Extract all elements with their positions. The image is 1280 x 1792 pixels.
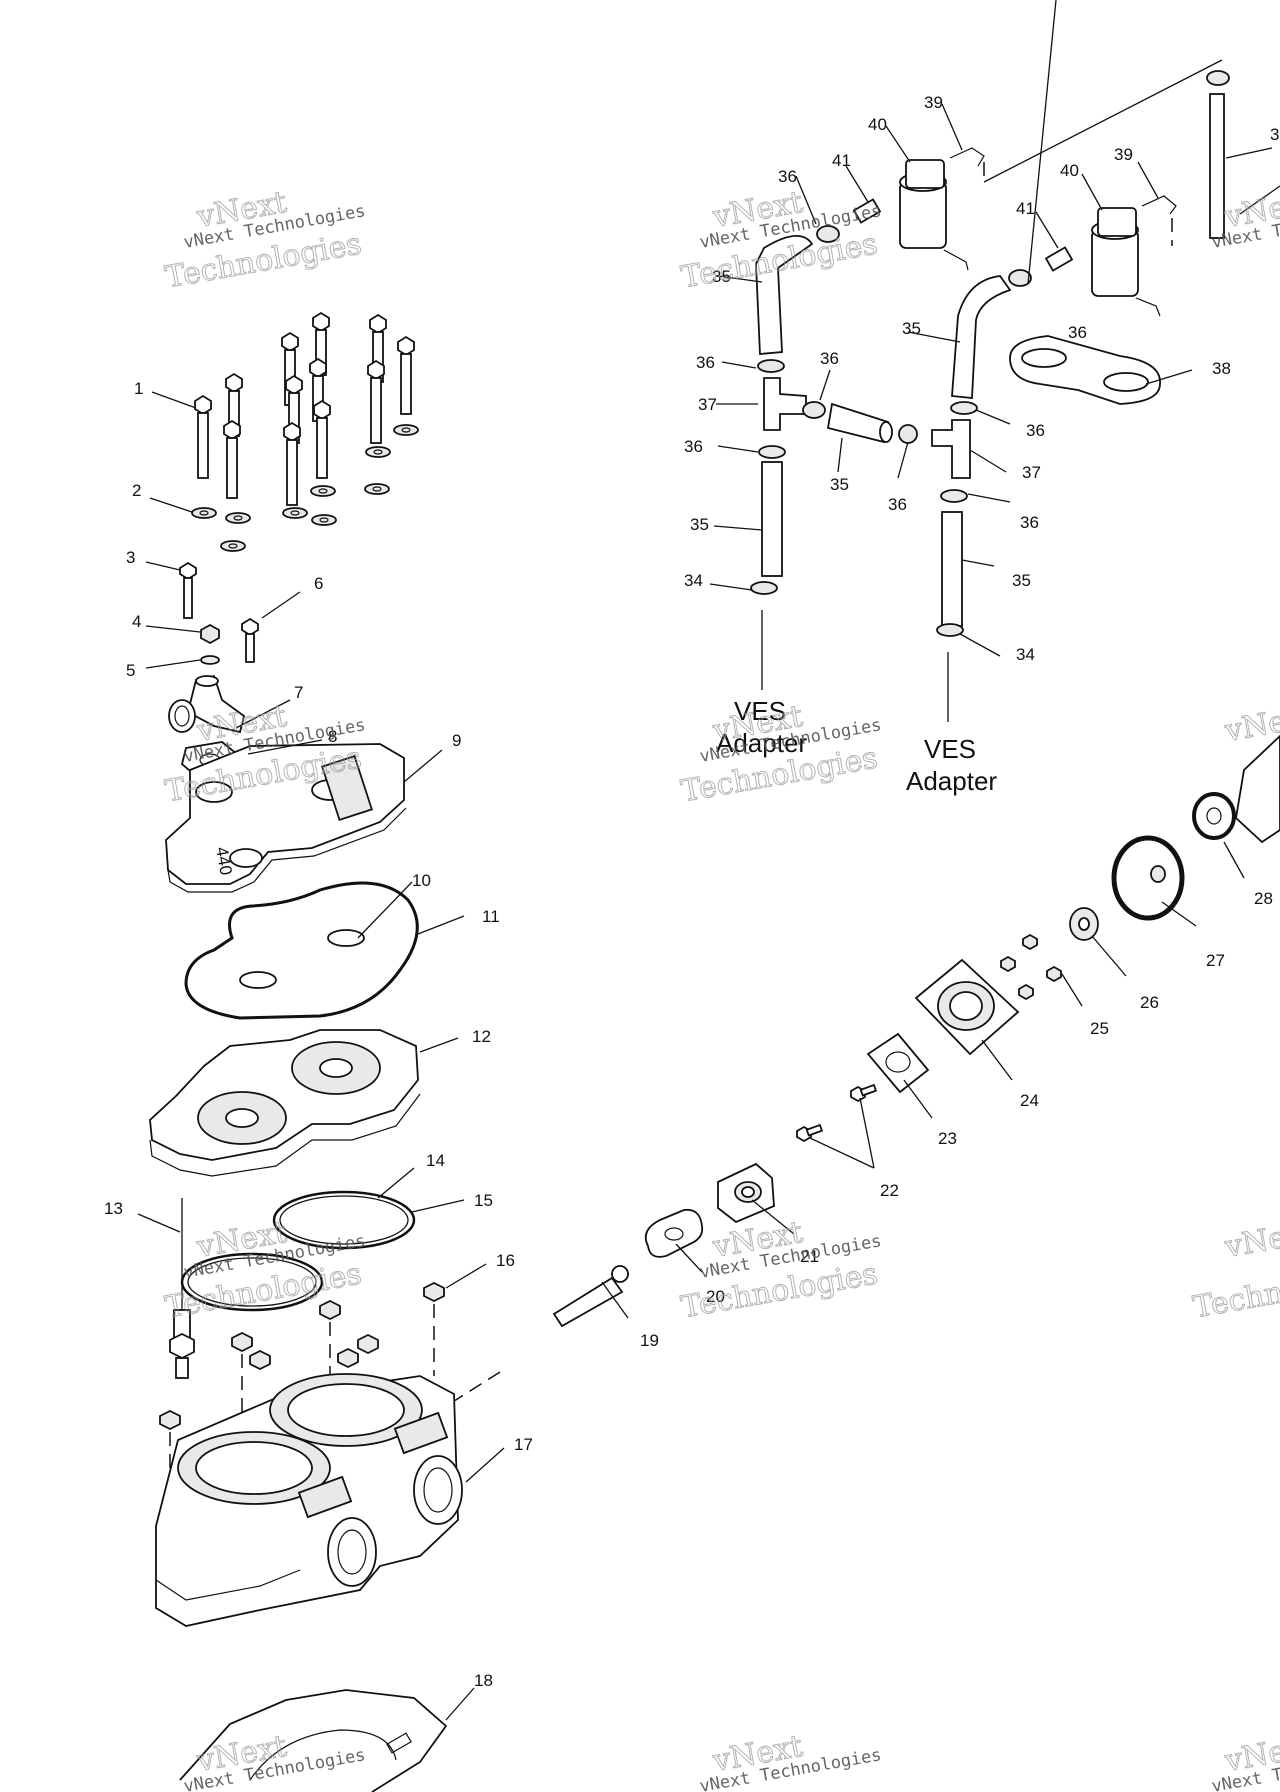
callout-35-cross: 35 (830, 475, 849, 494)
callout-17: 17 (514, 1435, 533, 1454)
callout-36-f: 36 (1026, 421, 1045, 440)
callout-7: 7 (294, 683, 303, 702)
callout-16: 16 (496, 1251, 515, 1270)
callout-labels: 1 2 3 4 5 6 7 8 9 10 11 12 13 14 15 16 1… (104, 93, 1279, 1690)
callout-36-b: 36 (696, 353, 715, 372)
callout-3: 3 (126, 548, 135, 567)
watermark-8: vNext vNext Technologies Technologies (678, 1214, 883, 1326)
callout-40-right: 40 (1060, 161, 1079, 180)
ves-solenoids (852, 147, 1177, 317)
callout-36-d: 36 (684, 437, 703, 456)
callout-6: 6 (314, 574, 323, 593)
callout-28: 28 (1254, 889, 1273, 908)
callout-8: 8 (328, 727, 337, 746)
callout-21: 21 (800, 1247, 819, 1266)
pump-chain (552, 734, 1280, 1328)
ves-left-assembly (750, 235, 814, 690)
callout-5: 5 (126, 661, 135, 680)
callout-41-left: 41 (832, 151, 851, 170)
svg-text:Technologies: Technologies (1191, 1256, 1280, 1325)
ves-adapter-left-line1: VES (734, 696, 786, 726)
ves-right-tube (983, 59, 1230, 246)
callout-39-right: 39 (1114, 145, 1133, 164)
ves-right-assembly (931, 275, 1012, 722)
callout-36-a: 36 (778, 167, 797, 186)
callout-37-left: 37 (698, 395, 717, 414)
callout-11: 11 (482, 907, 500, 926)
callout-35-upper-right: 35 (902, 319, 921, 338)
watermark-11: vNext vNext Technologies (698, 1728, 883, 1792)
ves-adapter-labels: VES Adapter VES Adapter (716, 696, 997, 796)
callout-2: 2 (132, 481, 141, 500)
head-o-rings (184, 881, 419, 1020)
callout-13: 13 (104, 1199, 123, 1218)
callout-12: 12 (472, 1027, 491, 1046)
callout-19: 19 (640, 1331, 659, 1350)
ves-cross-hose (802, 401, 918, 444)
watermark-5: vNext vNext Technologies Technologies (678, 698, 883, 810)
callout-34-right: 34 (1016, 645, 1035, 664)
ves-adapter-right-line1: VES (924, 734, 976, 764)
svg-text:vNext: vNext (1222, 1215, 1280, 1265)
callout-15: 15 (474, 1191, 493, 1210)
callout-35-lower-right: 35 (1012, 571, 1031, 590)
callout-22: 22 (880, 1181, 899, 1200)
ves-clamps-upper (816, 225, 1032, 287)
cylinder-gaskets (180, 1190, 416, 1312)
callout-25: 25 (1090, 1019, 1109, 1038)
callout-35-lower-left: 35 (690, 515, 709, 534)
callout-40-left: 40 (868, 115, 887, 134)
callout-18: 18 (474, 1671, 493, 1690)
head-washers (191, 424, 419, 552)
watermark-9: vNext Technologies (1190, 1214, 1280, 1326)
callout-36-h: 36 (1068, 323, 1087, 342)
ves-bracket (1009, 335, 1161, 405)
watermark-12: vNext vNext Technologies (1210, 1728, 1280, 1792)
ves-adapter-left-line2: Adapter (716, 728, 807, 758)
ves-adapter-right-line2: Adapter (906, 766, 997, 796)
head-marking: 440 (212, 845, 236, 876)
callout-1: 1 (134, 379, 143, 398)
callout-20: 20 (706, 1287, 725, 1306)
watermark-6: vNext (1221, 698, 1280, 749)
callout-26: 26 (1140, 993, 1159, 1012)
callout-34-left: 34 (684, 571, 703, 590)
callout-36-c: 36 (820, 349, 839, 368)
callout-23: 23 (938, 1129, 957, 1148)
head-bolts (194, 311, 415, 506)
cylinder-head-cover: 440 (165, 743, 407, 893)
cylinder-base-gasket (179, 1689, 448, 1792)
temperature-sensor (169, 1198, 195, 1379)
watermark-1: vNext vNext Technologies Technologies (162, 184, 367, 296)
cylinder-head (149, 1029, 421, 1177)
callout-9: 9 (452, 731, 461, 750)
callout-41-right: 41 (1016, 199, 1035, 218)
watermark-2: vNext vNext Technologies Technologies (678, 184, 883, 296)
callout-3-tube: 3 (1270, 125, 1279, 144)
cylinder-block (155, 1373, 463, 1627)
callout-36-g: 36 (1020, 513, 1039, 532)
callout-24: 24 (1020, 1091, 1039, 1110)
small-fasteners (179, 561, 259, 665)
callout-14: 14 (426, 1151, 445, 1170)
callout-37-right: 37 (1022, 463, 1041, 482)
callout-4: 4 (132, 612, 141, 631)
callout-27: 27 (1206, 951, 1225, 970)
callout-35-upper-left: 35 (712, 267, 731, 286)
callout-10: 10 (412, 871, 431, 890)
svg-text:vNext: vNext (1222, 699, 1280, 749)
callout-39-left: 39 (924, 93, 943, 112)
leader-lines (137, 0, 1280, 1721)
watermark-10: vNext vNext Technologies (182, 1728, 367, 1792)
callout-38: 38 (1212, 359, 1231, 378)
callout-36-e: 36 (888, 495, 907, 514)
